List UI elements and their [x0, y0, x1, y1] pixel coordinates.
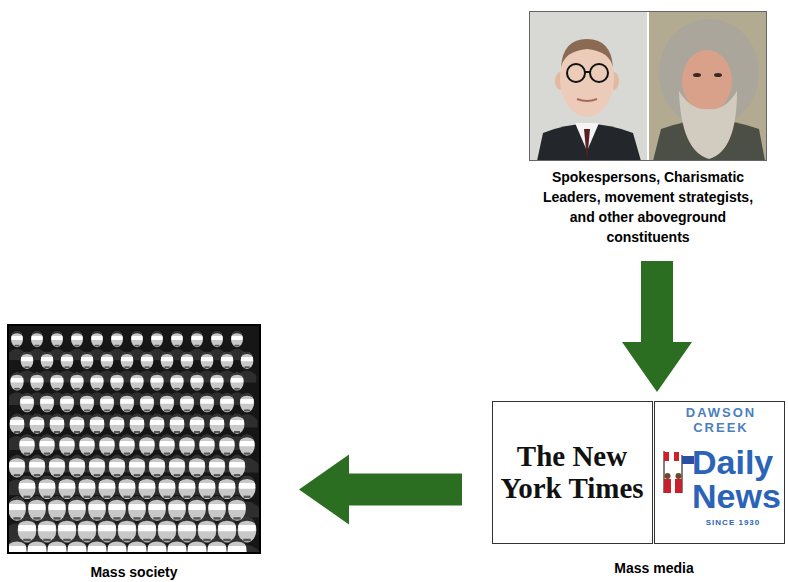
illustration	[7, 324, 261, 554]
founding-note: SINCE 1930	[698, 519, 768, 528]
masthead-text: The New York Times	[493, 441, 651, 505]
audience-member	[203, 538, 232, 554]
node-picture: The New York Times DAWSON CREEK Daily News…	[492, 401, 786, 544]
crowd-photo-node: Mass society	[7, 324, 261, 582]
audience-member	[83, 538, 112, 554]
audience-member	[223, 538, 252, 554]
media-logo-node: The New York Times DAWSON CREEK Daily News…	[492, 401, 786, 578]
illustration	[529, 11, 767, 161]
node-picture	[7, 324, 261, 554]
node-caption: Mass society	[7, 562, 261, 582]
leaders-photo-node: Spokespersons, Charismatic Leaders, move…	[529, 11, 767, 247]
node-caption: Spokespersons, Charismatic Leaders, move…	[529, 167, 767, 247]
audience-member	[103, 538, 132, 554]
flow-arrow	[622, 261, 692, 392]
audience-member	[163, 538, 192, 554]
audience-member	[143, 538, 172, 554]
node-caption: Mass media	[492, 558, 786, 578]
audience-member	[183, 538, 212, 554]
audience-member	[23, 538, 52, 554]
audience-member	[43, 538, 72, 554]
masthead-text: Daily News	[692, 445, 784, 513]
node-picture	[529, 11, 767, 161]
masthead-text: DAWSON CREEK	[675, 406, 767, 436]
audience-member	[123, 538, 152, 554]
flow-arrow	[299, 455, 462, 525]
audience-member	[63, 538, 92, 554]
